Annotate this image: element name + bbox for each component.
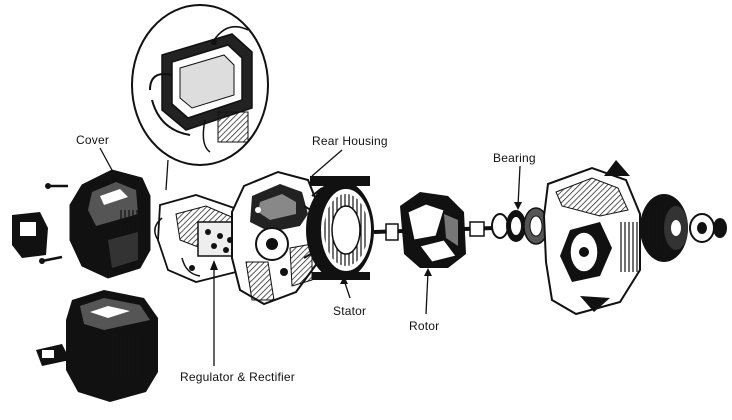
inset-detail-view (131, 4, 269, 191)
stator-label: Stator (333, 304, 367, 318)
bearing-label: Bearing (493, 151, 536, 165)
regulator-rectifier-label: Regulator & Rectifier (180, 370, 295, 384)
rear-housing-label: Rear Housing (312, 134, 388, 148)
rear-housing-part (231, 149, 343, 306)
pulley-fan-part (640, 194, 727, 262)
cover-alternate-view (36, 290, 158, 402)
front-housing-part (542, 160, 641, 316)
bearing-part (491, 165, 549, 245)
rotor-label: Rotor (409, 319, 440, 333)
cover-label: Cover (76, 133, 110, 147)
rotor-part (373, 192, 495, 315)
stator-part (303, 176, 374, 299)
cover-part (12, 147, 151, 279)
